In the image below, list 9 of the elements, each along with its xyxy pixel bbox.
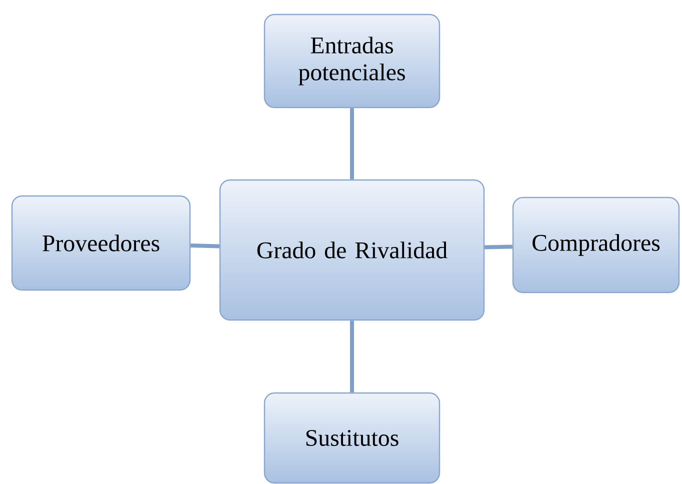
connector-line [484, 244, 512, 250]
box: Grado de Rivalidad [219, 179, 485, 321]
box: Sustitutos [264, 392, 440, 484]
box: Entradas potenciales [264, 14, 440, 108]
connector-line [350, 320, 354, 392]
connector-line [190, 243, 220, 248]
box: Compradores [512, 196, 680, 294]
box: Proveedores [11, 195, 191, 291]
connector-line [350, 108, 354, 180]
